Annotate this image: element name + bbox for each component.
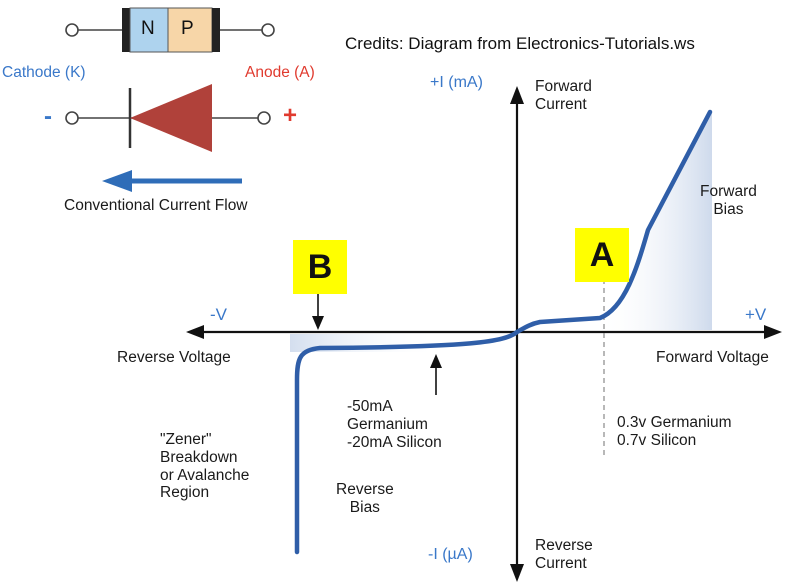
masked-label-left: [355, 222, 447, 290]
credit-text: Credits: Diagram from Electronics-Tutori…: [345, 34, 695, 53]
x-axis-arrow-right: [764, 325, 782, 339]
minus-sign: -: [44, 103, 52, 130]
y-axis-arrow-up: [510, 86, 524, 104]
cathode-label: Cathode (K): [2, 64, 86, 81]
x-positive-label: +V: [745, 305, 767, 324]
p-region-end-cap: [212, 8, 220, 52]
reverse-voltage-label: Reverse Voltage: [117, 349, 231, 366]
marker-a: A: [575, 228, 629, 282]
forward-bias-shading: [600, 112, 712, 330]
plus-sign: +: [283, 102, 298, 129]
diode-symbol: [65, 84, 271, 152]
marker-b: B: [293, 240, 347, 294]
anode-label: Anode (A): [245, 64, 315, 81]
x-negative-label: -V: [210, 305, 227, 324]
y-negative-label: -I (µA): [428, 546, 473, 563]
anode-terminal: [261, 23, 275, 37]
cathode-symbol-terminal: [65, 111, 79, 125]
reverse-leakage-annotation: -50mA Germanium -20mA Silicon: [347, 398, 442, 451]
p-region-label: P: [181, 18, 194, 39]
n-region-label: N: [141, 18, 155, 39]
reverse-bias-label: Reverse Bias: [336, 481, 394, 516]
forward-current-label: Forward Current: [535, 78, 592, 113]
p-region: [167, 7, 213, 53]
pn-junction-block: [65, 7, 275, 53]
leakage-pointer-head: [430, 354, 442, 368]
forward-bias-label: Forward Bias: [700, 183, 757, 218]
knee-voltage-annotation: 0.3v Germanium 0.7v Silicon: [617, 414, 732, 449]
masked-label-right: [530, 240, 574, 272]
b-pointer-head: [312, 316, 324, 330]
n-region-end-cap: [122, 8, 130, 52]
reverse-current-label: Reverse Current: [535, 537, 593, 572]
diode-triangle: [130, 84, 212, 152]
iv-characteristic-curve: [294, 109, 713, 555]
x-axis-arrow-left: [186, 325, 204, 339]
current-flow-arrow: [102, 170, 242, 192]
forward-voltage-label: Forward Voltage: [656, 349, 769, 366]
current-flow-label: Conventional Current Flow: [64, 197, 248, 214]
y-axis-arrow-down: [510, 564, 524, 582]
anode-symbol-terminal: [257, 111, 271, 125]
zener-region-label: "Zener" Breakdown or Avalanche Region: [160, 431, 250, 502]
y-positive-label: +I (mA): [430, 74, 483, 91]
current-arrow-head: [102, 170, 132, 192]
cathode-terminal: [65, 23, 79, 37]
